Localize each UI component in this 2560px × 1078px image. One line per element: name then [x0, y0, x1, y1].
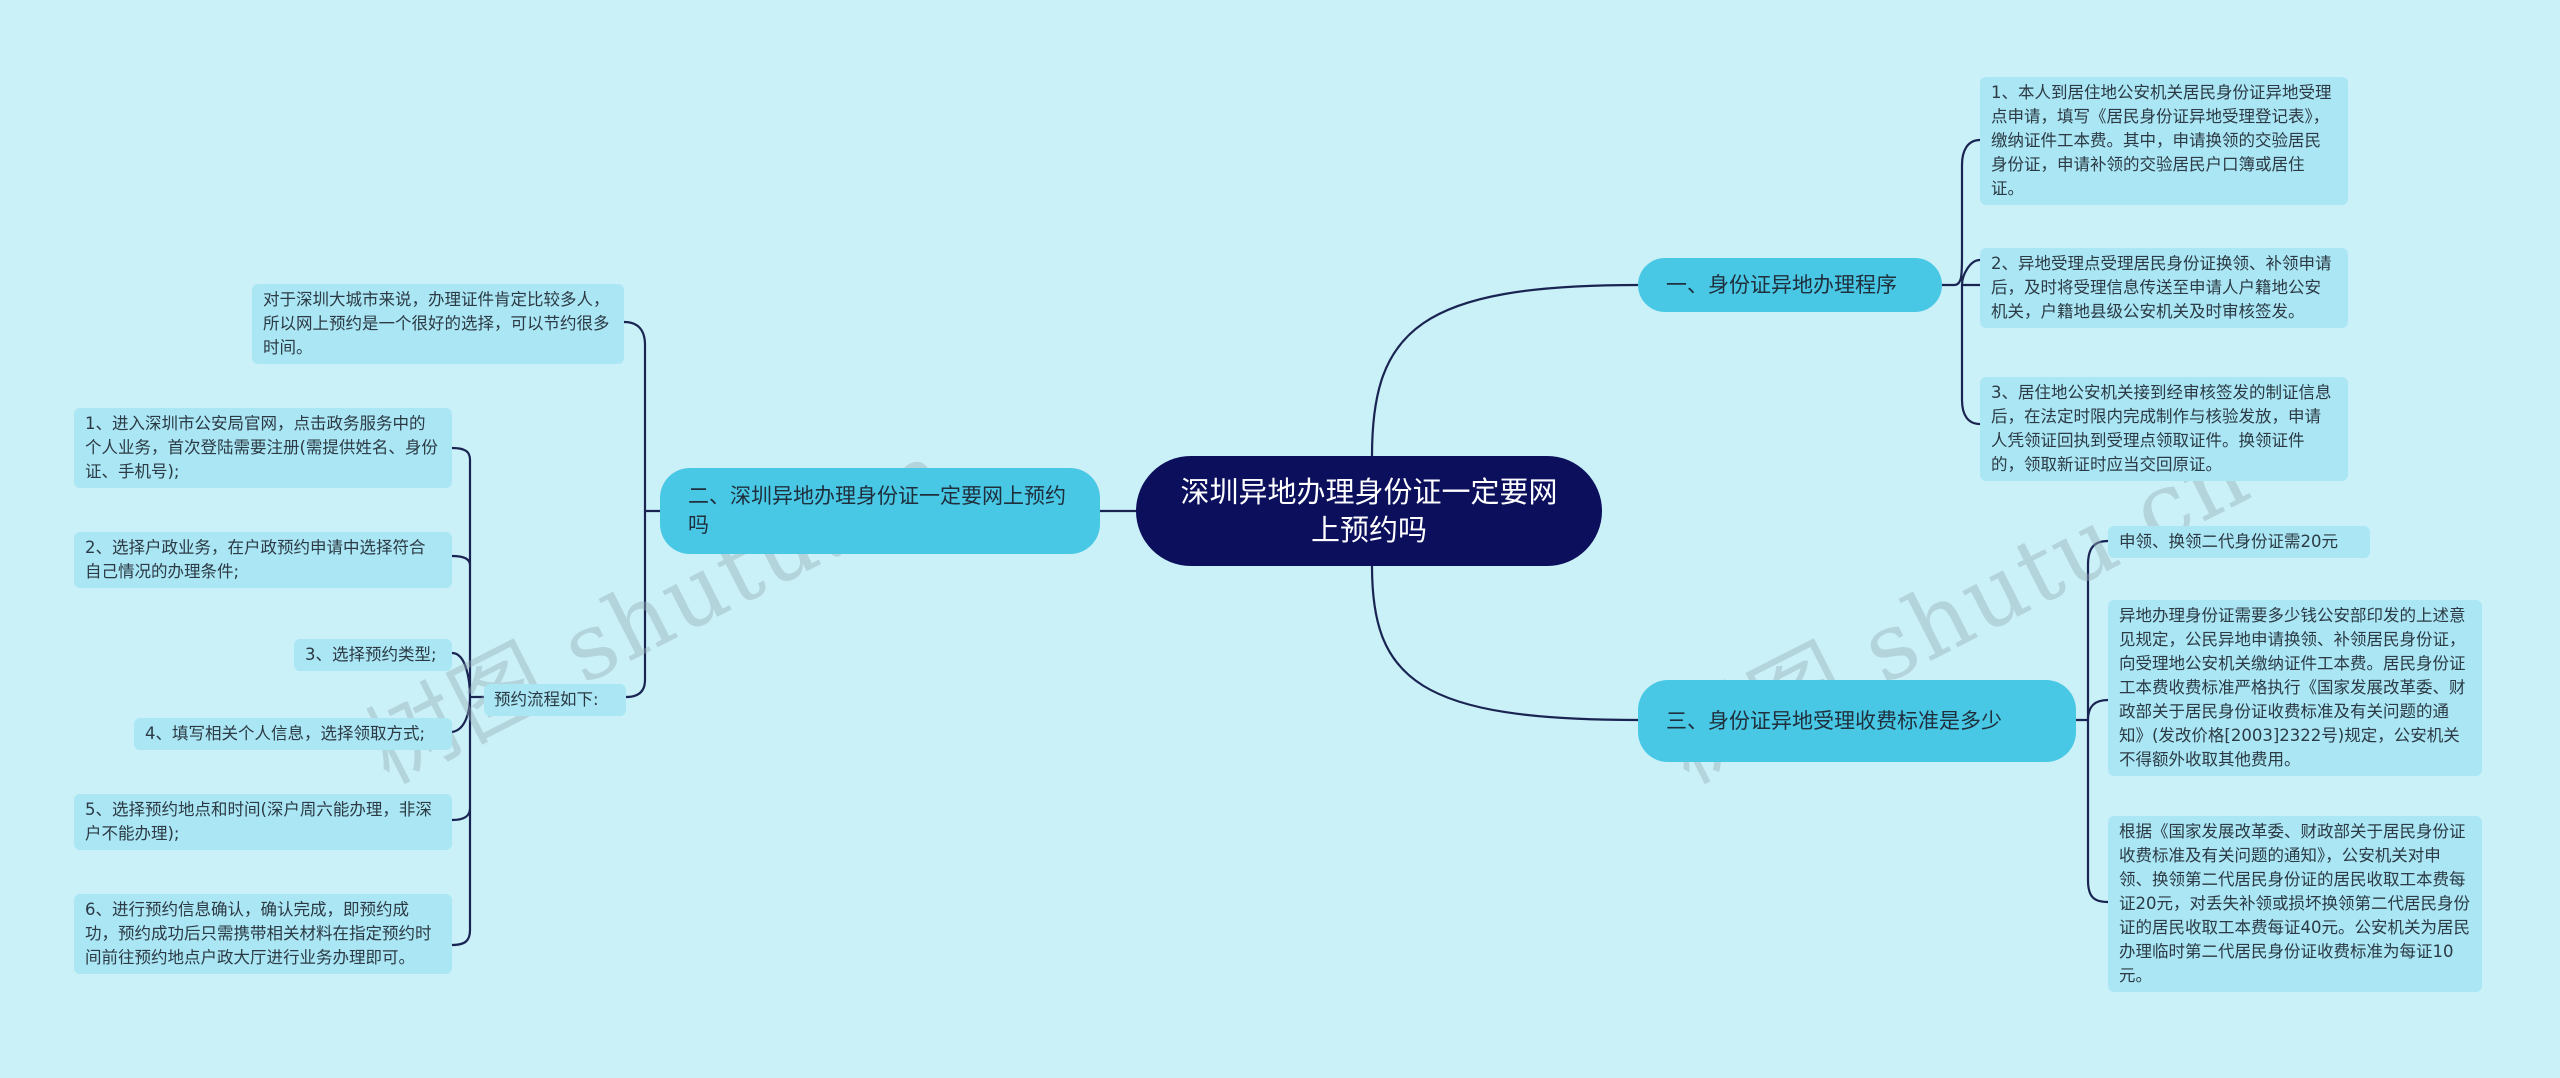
branch-fees-label: 三、身份证异地受理收费标准是多少	[1666, 708, 2002, 733]
bracket-b3	[2076, 539, 2109, 904]
branch-procedure-label: 一、身份证异地办理程序	[1666, 272, 1897, 297]
connector-root-b1	[1370, 283, 1639, 457]
branch-fees[interactable]: 三、身份证异地受理收费标准是多少	[1638, 680, 2076, 762]
leaf-step-4[interactable]: 4、填写相关个人信息，选择领取方式;	[134, 718, 452, 750]
connector-root-b3	[1370, 565, 1639, 722]
bracket-b1	[1942, 138, 1981, 426]
reservation-steps-label[interactable]: 预约流程如下:	[484, 684, 626, 716]
leaf-step-3[interactable]: 3、选择预约类型;	[294, 639, 452, 671]
leaf-procedure-2[interactable]: 2、异地受理点受理居民身份证换领、补领申请后，及时将受理信息传送至申请人户籍地公…	[1980, 248, 2348, 328]
root-topic[interactable]: 深圳异地办理身份证一定要网上预约吗	[1136, 456, 1602, 566]
leaf-step-6[interactable]: 6、进行预约信息确认，确认完成，即预约成功，预约成功后只需携带相关材料在指定预约…	[74, 894, 452, 974]
leaf-reservation-intro[interactable]: 对于深圳大城市来说，办理证件肯定比较多人，所以网上预约是一个很好的选择，可以节约…	[252, 284, 624, 364]
leaf-procedure-3[interactable]: 3、居住地公安机关接到经审核签发的制证信息后，在法定时限内完成制作与核验发放，申…	[1980, 377, 2348, 481]
leaf-fee-1[interactable]: 申领、换领二代身份证需20元	[2108, 526, 2370, 558]
leaf-procedure-1[interactable]: 1、本人到居住地公安机关居民身份证异地受理点申请，填写《居民身份证异地受理登记表…	[1980, 77, 2348, 205]
branch-reservation-label: 二、深圳异地办理身份证一定要网上预约吗	[688, 484, 1066, 537]
leaf-fee-3[interactable]: 根据《国家发展改革委、财政部关于居民身份证收费标准及有关问题的通知》，公安机关对…	[2108, 816, 2482, 992]
leaf-step-2[interactable]: 2、选择户政业务，在户政预约申请中选择符合自己情况的办理条件;	[74, 532, 452, 588]
bracket-b2-steps	[451, 446, 484, 947]
leaf-step-1[interactable]: 1、进入深圳市公安局官网，点击政务服务中的个人业务，首次登陆需要注册(需提供姓名…	[74, 408, 452, 488]
leaf-fee-2[interactable]: 异地办理身份证需要多少钱公安部印发的上述意见规定，公民异地申请换领、补领居民身份…	[2108, 600, 2482, 776]
branch-procedure[interactable]: 一、身份证异地办理程序	[1638, 258, 1942, 312]
bracket-b2	[623, 320, 660, 699]
branch-reservation[interactable]: 二、深圳异地办理身份证一定要网上预约吗	[660, 468, 1100, 554]
root-topic-label: 深圳异地办理身份证一定要网上预约吗	[1180, 475, 1558, 547]
leaf-step-5[interactable]: 5、选择预约地点和时间(深户周六能办理，非深户不能办理);	[74, 794, 452, 850]
